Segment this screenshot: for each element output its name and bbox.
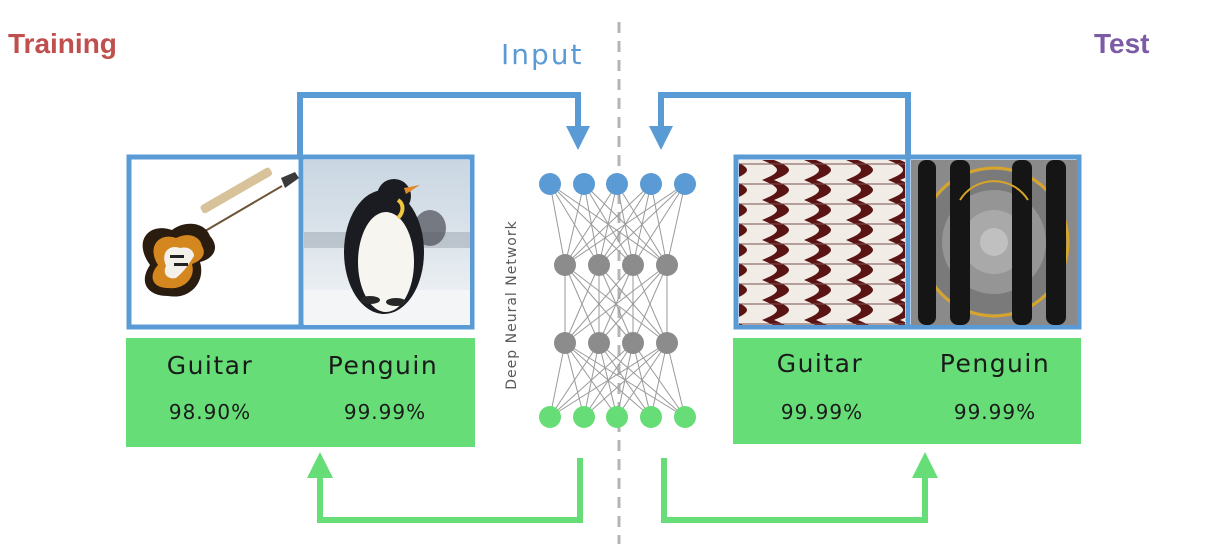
network-edge	[549, 342, 566, 418]
training-confidence-guitar: 98.90%	[168, 400, 252, 424]
network-edge	[564, 264, 634, 344]
input-arrow-right	[658, 92, 911, 158]
network-edge	[583, 342, 668, 418]
input-arrow-left	[297, 92, 581, 158]
input-arrowhead-left	[566, 126, 590, 150]
training-results-box	[126, 338, 475, 447]
test-pattern-penguin-image	[911, 160, 1077, 325]
network-edges	[549, 183, 686, 418]
network-node-layer2-2	[588, 254, 610, 276]
network-edge	[666, 342, 686, 418]
network-node-layer4-2	[573, 406, 595, 428]
network-edge	[564, 183, 652, 266]
test-results-box	[733, 338, 1081, 444]
training-title: Training	[8, 28, 117, 59]
training-confidence-penguin: 99.99%	[343, 400, 427, 424]
network-node-layer2-1	[554, 254, 576, 276]
network-node-layer4-4	[640, 406, 662, 428]
output-arrowhead-right	[912, 452, 938, 478]
output-arrowhead-left	[307, 452, 333, 478]
network-edge	[564, 264, 600, 344]
network-edge	[549, 342, 634, 418]
network-label: Deep Neural Network	[504, 220, 520, 390]
network-edge	[564, 183, 618, 266]
network-nodes	[539, 173, 696, 428]
test-title: Test	[1094, 28, 1150, 59]
input-label: Input	[501, 38, 584, 71]
test-pattern-guitar-image	[739, 160, 905, 325]
output-arrow-left	[317, 458, 583, 523]
network-edge	[564, 183, 686, 266]
guitar-image	[142, 167, 299, 297]
network-edge	[549, 342, 668, 418]
network-edge	[650, 342, 668, 418]
penguin-image	[304, 160, 470, 325]
network-node-layer2-4	[656, 254, 678, 276]
network-node-layer4-3	[606, 406, 628, 428]
network-edge	[632, 264, 668, 344]
network-node-layer3-1	[554, 332, 576, 354]
test-class-guitar: Guitar	[776, 349, 864, 378]
network-edge	[616, 342, 668, 418]
network-node-layer4-1	[539, 406, 561, 428]
network-edge	[564, 183, 585, 266]
network-node-layer3-2	[588, 332, 610, 354]
network-edge	[564, 264, 668, 344]
network-edge	[666, 183, 686, 266]
training-class-guitar: Guitar	[166, 351, 254, 380]
network-node-layer1-1	[539, 173, 561, 195]
network-node-layer2-3	[622, 254, 644, 276]
network-edge	[632, 183, 686, 266]
network-node-layer4-5	[674, 406, 696, 428]
test-class-penguin: Penguin	[939, 349, 1051, 378]
network-node-layer3-3	[622, 332, 644, 354]
output-arrow-right	[661, 458, 928, 523]
network-edge	[549, 342, 600, 418]
network-edge	[598, 264, 668, 344]
network-edge	[549, 183, 566, 266]
test-confidence-penguin: 99.99%	[953, 400, 1037, 424]
input-arrowhead-right	[649, 126, 673, 150]
network-edge	[598, 183, 686, 266]
network-node-layer1-5	[674, 173, 696, 195]
network-node-layer3-4	[656, 332, 678, 354]
network-node-layer1-2	[573, 173, 595, 195]
network-node-layer1-4	[640, 173, 662, 195]
training-class-penguin: Penguin	[327, 351, 439, 380]
test-confidence-guitar: 99.99%	[780, 400, 864, 424]
network-node-layer1-3	[606, 173, 628, 195]
